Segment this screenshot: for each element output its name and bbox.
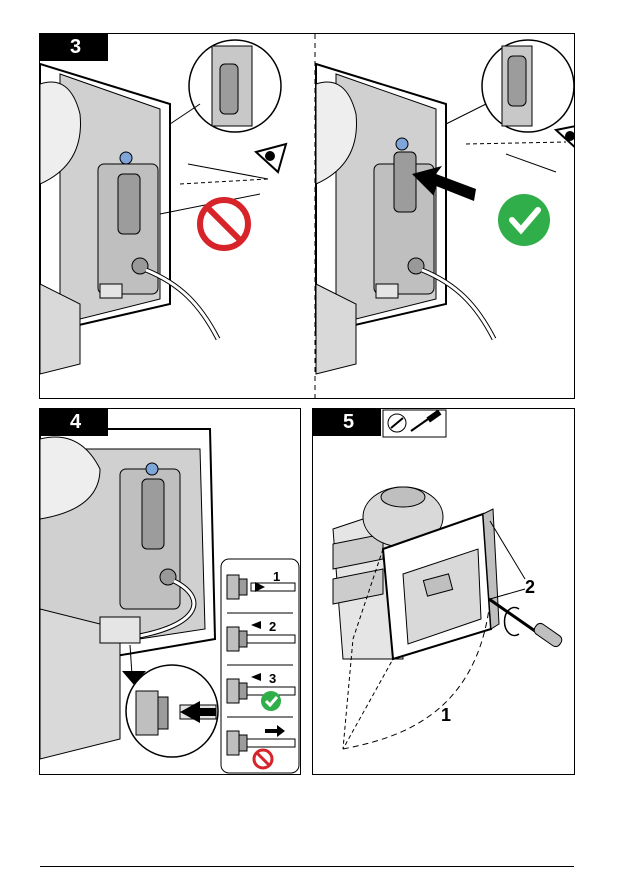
step-4-badge: 4 <box>40 409 108 436</box>
page-footer-rule <box>40 866 574 867</box>
indicator-led <box>120 152 132 164</box>
step-5-illustration: 2 1 <box>313 409 574 774</box>
door-latch <box>118 174 140 234</box>
step-3-illustration <box>40 34 574 398</box>
door-latch-moved <box>394 152 416 212</box>
eye-icon-right <box>556 124 574 150</box>
step-4-panel: 4 1 <box>39 408 301 775</box>
step-5-panel: 5 2 1 <box>312 408 575 775</box>
prohibited-icon <box>200 200 248 248</box>
callout-1: 1 <box>441 705 451 725</box>
step-3-badge: 3 <box>40 34 108 61</box>
step-3-panel: 3 <box>39 33 575 399</box>
step-3-right-view <box>316 40 574 374</box>
checkmark-icon-small <box>261 691 281 711</box>
step-3-left-view <box>40 40 286 374</box>
detail-callout-3: 3 <box>269 671 276 686</box>
checkmark-icon <box>498 194 550 246</box>
tube-insertion-detail: 1 2 3 <box>221 559 299 773</box>
step-4-illustration: 1 2 3 <box>40 409 300 774</box>
detail-callout-1: 1 <box>273 569 280 584</box>
eye-icon-left <box>256 144 286 172</box>
screwdriver-icon <box>383 410 446 437</box>
callout-2: 2 <box>525 577 535 597</box>
step-5-badge: 5 <box>313 409 381 436</box>
prohibited-icon-small <box>254 750 272 768</box>
detail-callout-2: 2 <box>269 619 276 634</box>
